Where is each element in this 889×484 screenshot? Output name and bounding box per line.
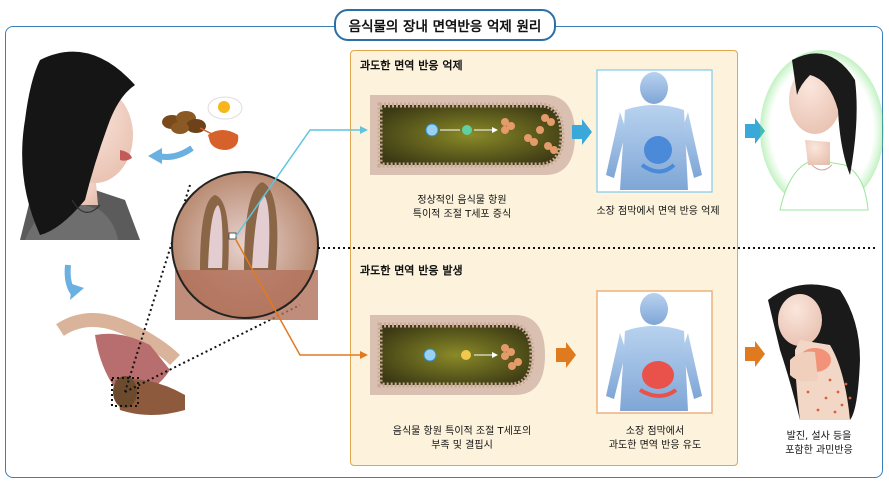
suppress-arrow-2 — [745, 118, 765, 144]
villus-top-caption: 정상적인 음식물 항원 특이적 조절 T세포 증식 — [372, 194, 552, 222]
villus-bottom-illustration — [370, 315, 545, 395]
villus-bottom-caption-line2: 부족 및 결핍시 — [431, 440, 493, 451]
villus-bottom-caption: 음식물 항원 특이적 조절 T세포의 부족 및 결핍시 — [362, 425, 562, 453]
healthy-woman-illustration — [760, 50, 884, 211]
reaction-arrow-1 — [556, 342, 576, 368]
woman-eating-illustration — [20, 51, 140, 240]
outcome-caption-line1: 발진, 설사 등을 — [786, 431, 852, 442]
top-section-heading: 과도한 면역 반응 억제 — [360, 59, 463, 72]
outcome-caption: 발진, 설사 등을 포함한 과민반응 — [764, 430, 874, 458]
villus-top-illustration — [370, 95, 575, 175]
food-items-illustration — [162, 96, 243, 150]
diagram-title: 음식물의 장내 면역반응 억제 원리 — [334, 9, 556, 41]
body-bottom-caption-line1: 소장 점막에서 — [625, 426, 685, 437]
body-bottom-caption: 소장 점막에서 과도한 면역 반응 유도 — [585, 425, 725, 453]
link-line-bottom — [235, 239, 360, 356]
reaction-arrow-2 — [745, 341, 765, 367]
body-bottom-caption-line2: 과도한 면역 반응 유도 — [608, 440, 702, 451]
villus-top-caption-line1: 정상적인 음식물 항원 — [417, 195, 507, 206]
villus-bottom-caption-line1: 음식물 항원 특이적 조절 T세포의 — [392, 426, 532, 437]
link-line-top — [235, 129, 360, 237]
allergic-woman-illustration — [768, 284, 860, 420]
bottom-section-heading: 과도한 면역 반응 발생 — [360, 264, 463, 277]
suppress-arrow-1 — [572, 119, 592, 145]
body-figure-top — [596, 69, 713, 193]
intestine-illustration — [56, 313, 185, 415]
body-top-caption: 소장 점막에서 면역 반응 억제 — [596, 206, 720, 217]
body-figure-bottom — [596, 290, 713, 414]
outcome-caption-line2: 포함한 과민반응 — [785, 445, 853, 456]
villus-top-caption-line2: 특이적 조절 T세포 증식 — [412, 209, 512, 220]
food-to-mouth-arrow — [157, 145, 194, 160]
villus-magnification-circle — [171, 171, 319, 320]
